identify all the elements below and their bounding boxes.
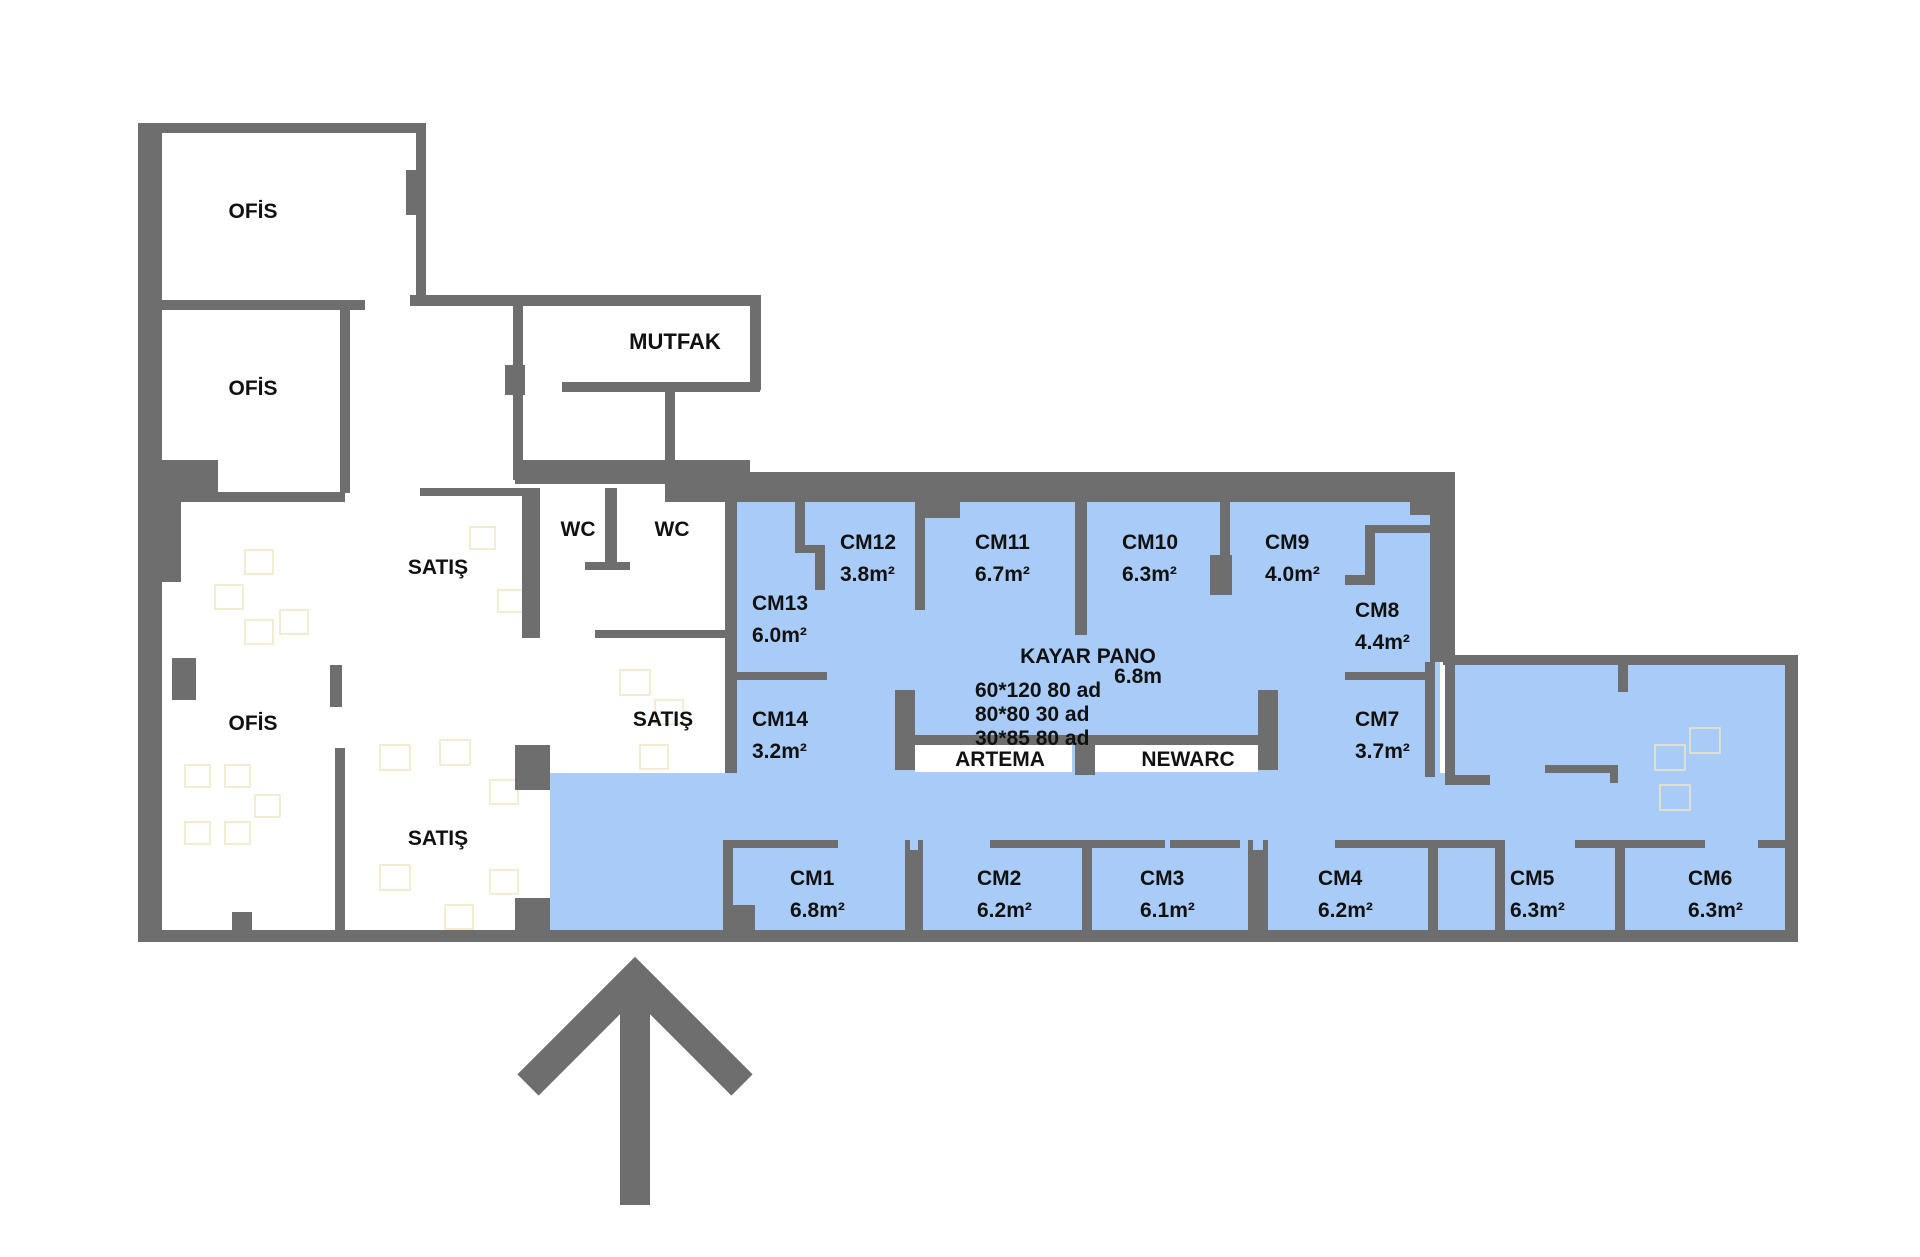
unit-id-cm9: CM9 bbox=[1265, 531, 1309, 554]
artema-panel bbox=[915, 745, 1072, 772]
unit-id-cm10: CM10 bbox=[1122, 531, 1178, 554]
artema-label: ARTEMA bbox=[955, 748, 1045, 771]
furniture bbox=[184, 526, 1721, 930]
unit-area-cm8: 4.4m² bbox=[1355, 631, 1410, 654]
arrow-up-icon bbox=[517, 956, 753, 1205]
unit-id-cm14: CM14 bbox=[752, 708, 808, 731]
room-label-ofis-1: OFİS bbox=[228, 200, 277, 223]
unit-area-cm9: 4.0m² bbox=[1265, 563, 1320, 586]
unit-area-cm2: 6.2m² bbox=[977, 899, 1032, 922]
kayar-pano-title: KAYAR PANO bbox=[1020, 645, 1156, 668]
unit-area-cm14: 3.2m² bbox=[752, 740, 807, 763]
room-label-wc-1: WC bbox=[561, 518, 596, 541]
unit-area-cm13: 6.0m² bbox=[752, 624, 807, 647]
unit-id-cm7: CM7 bbox=[1355, 708, 1399, 731]
room-label-ofis-3: OFİS bbox=[228, 712, 277, 735]
walls bbox=[138, 123, 1798, 942]
panels bbox=[915, 745, 1258, 772]
unit-area-cm6: 6.3m² bbox=[1688, 899, 1743, 922]
unit-area-cm5: 6.3m² bbox=[1510, 899, 1565, 922]
unit-labels: CM1 6.8m² CM2 6.2m² CM3 6.1m² CM4 6.2m² CM5 6.3m²… bbox=[752, 531, 1743, 922]
unit-id-cm1: CM1 bbox=[790, 867, 835, 890]
room-label-mutfak: MUTFAK bbox=[629, 329, 721, 354]
unit-id-cm8: CM8 bbox=[1355, 599, 1400, 622]
kayar-pano-line-1: 60*120 80 ad bbox=[975, 679, 1101, 702]
unit-area-cm7: 3.7m² bbox=[1355, 740, 1410, 763]
unit-id-cm2: CM2 bbox=[977, 867, 1021, 890]
unit-id-cm5: CM5 bbox=[1510, 867, 1555, 890]
unit-area-cm4: 6.2m² bbox=[1318, 899, 1373, 922]
room-label-satis-2: SATIŞ bbox=[633, 708, 693, 731]
kayar-pano: KAYAR PANO 6.8m 60*120 80 ad 80*80 30 ad… bbox=[955, 645, 1235, 771]
newarc-label: NEWARC bbox=[1141, 748, 1234, 771]
unit-id-cm3: CM3 bbox=[1140, 867, 1184, 890]
unit-id-cm12: CM12 bbox=[840, 531, 896, 554]
room-label-ofis-2: OFİS bbox=[228, 377, 277, 400]
kayar-pano-length: 6.8m bbox=[1114, 665, 1162, 688]
unit-area-cm3: 6.1m² bbox=[1140, 899, 1195, 922]
unit-id-cm11: CM11 bbox=[975, 531, 1030, 554]
kayar-pano-line-2: 80*80 30 ad bbox=[975, 703, 1089, 726]
unit-area-cm12: 3.8m² bbox=[840, 563, 895, 586]
unit-id-cm4: CM4 bbox=[1318, 867, 1363, 890]
unit-area-cm10: 6.3m² bbox=[1122, 563, 1177, 586]
unit-id-cm6: CM6 bbox=[1688, 867, 1732, 890]
room-label-satis-1: SATIŞ bbox=[408, 556, 468, 579]
newarc-panel bbox=[1095, 745, 1258, 772]
room-labels: OFİS OFİS OFİS MUTFAK WC WC SATIŞ SATIŞ … bbox=[228, 200, 720, 850]
unit-area-cm1: 6.8m² bbox=[790, 899, 845, 922]
room-label-wc-2: WC bbox=[655, 518, 690, 541]
unit-area-cm11: 6.7m² bbox=[975, 563, 1030, 586]
rental-area-corridor bbox=[550, 773, 1790, 939]
room-label-satis-3: SATIŞ bbox=[408, 827, 468, 850]
kayar-pano-line-3: 30*85 80 ad bbox=[975, 727, 1089, 750]
unit-id-cm13: CM13 bbox=[752, 592, 808, 615]
